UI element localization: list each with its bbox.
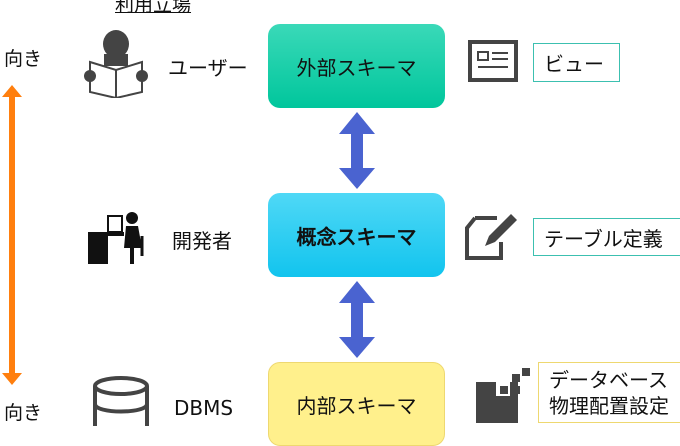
orange-double-arrow: [2, 85, 22, 385]
edit-note-icon: [465, 214, 517, 260]
physical-placement-line-1: データベース: [549, 368, 668, 392]
table-definition-label: テーブル定義: [533, 218, 680, 256]
blue-double-arrow-2: [339, 281, 375, 358]
role-developer: 開発者: [172, 229, 232, 253]
physical-placement-line-2: 物理配置設定: [549, 394, 669, 418]
developer-at-desk-icon: [88, 212, 144, 264]
external-schema-box: 外部スキーマ: [268, 24, 445, 108]
blue-double-arrow-1: [339, 112, 375, 189]
direction-bottom-label: 向き: [4, 402, 43, 424]
column-title: 利用立場: [115, 0, 192, 16]
physical-placement-label: データベース 物理配置設定: [538, 362, 680, 423]
physical-storage-icon: [476, 368, 530, 423]
view-document-icon: [468, 40, 518, 82]
internal-schema-label: 内部スキーマ: [296, 393, 417, 418]
internal-schema-box: 内部スキーマ: [268, 362, 445, 446]
role-dbms: DBMS: [174, 396, 234, 420]
conceptual-schema-label: 概念スキーマ: [296, 224, 417, 249]
view-label: ビュー: [533, 43, 620, 82]
reader-icon: [84, 30, 148, 98]
conceptual-schema-box: 概念スキーマ: [268, 193, 445, 277]
external-schema-label: 外部スキーマ: [296, 55, 417, 80]
direction-top-label: 向き: [4, 48, 43, 70]
database-icon: [93, 376, 149, 426]
role-user: ユーザー: [168, 56, 248, 80]
